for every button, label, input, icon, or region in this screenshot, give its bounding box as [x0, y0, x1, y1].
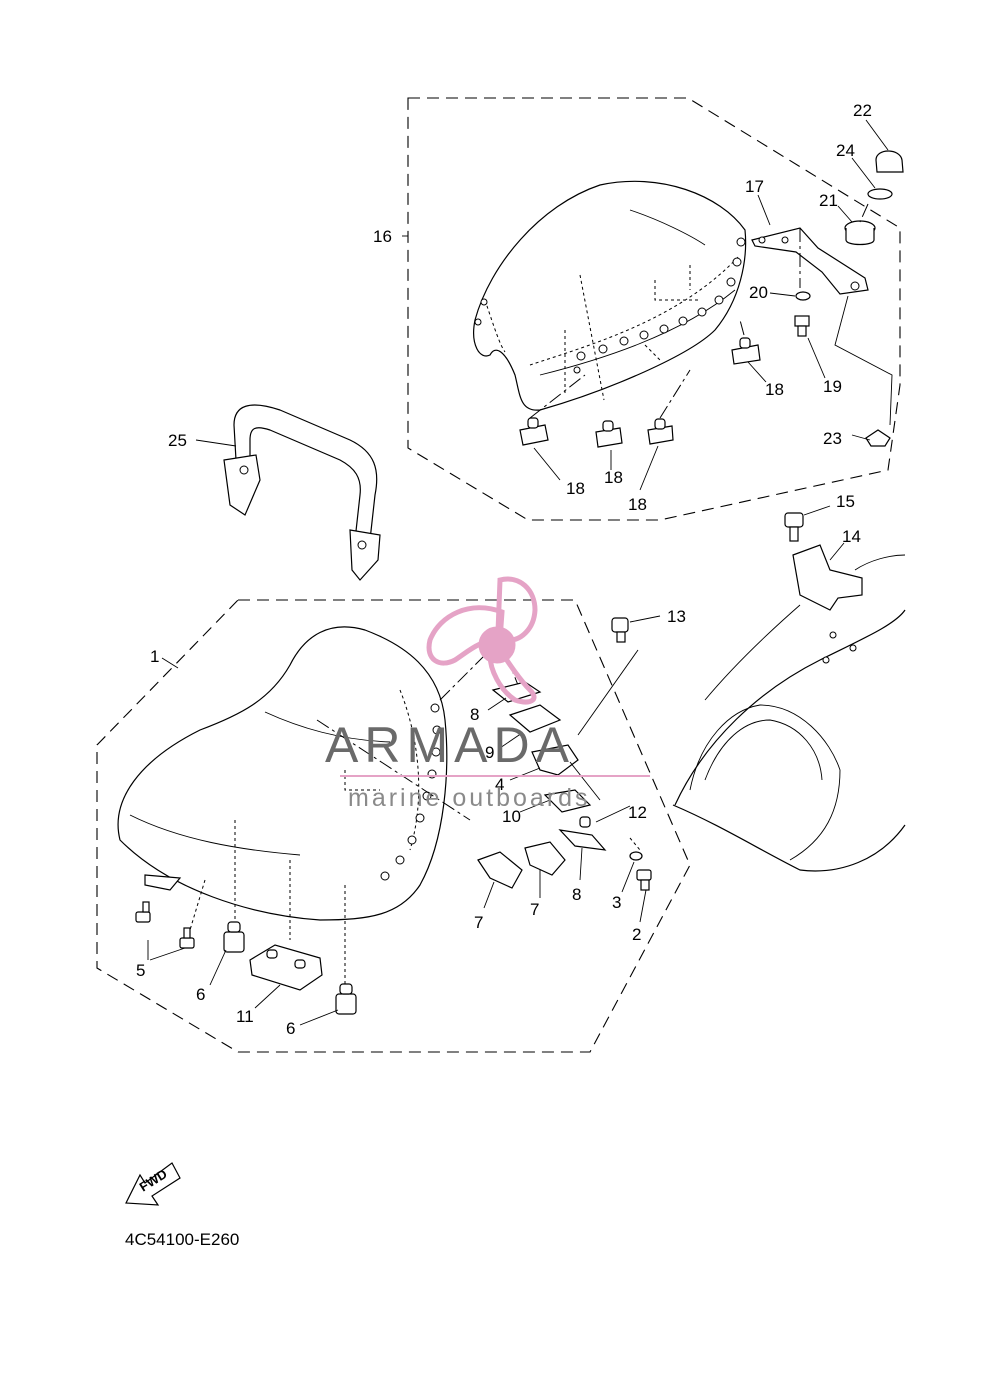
callout-18d: 18 — [765, 380, 784, 399]
bracket-4 — [531, 744, 579, 776]
bolt-5 — [135, 874, 195, 949]
callout-6a: 6 — [196, 985, 205, 1004]
watermark-tagline: marine outboards — [348, 784, 591, 812]
callout-2: 2 — [632, 925, 641, 944]
callout-8b: 8 — [572, 885, 581, 904]
callout-5: 5 — [136, 961, 145, 980]
callout-21: 21 — [819, 191, 838, 210]
bolt-15 — [784, 512, 804, 542]
callout-22: 22 — [853, 101, 872, 120]
collar-12 — [579, 816, 591, 828]
rear-seat-fastener-18 — [519, 337, 761, 448]
callout-16: 16 — [373, 227, 392, 246]
nut-22 — [875, 150, 904, 173]
clip-10 — [543, 789, 592, 813]
watermark-brand: ARMADA — [325, 717, 575, 773]
rear-seat — [473, 180, 747, 411]
callout-18c: 18 — [628, 495, 647, 514]
callout-7b: 7 — [530, 900, 539, 919]
bracket-11 — [249, 944, 323, 991]
callout-12: 12 — [628, 803, 647, 822]
callout-11: 11 — [236, 1007, 254, 1026]
callout-18a: 18 — [566, 479, 585, 498]
callout-17: 17 — [745, 177, 764, 196]
grommet-23 — [865, 429, 891, 447]
washer-3 — [629, 851, 643, 861]
leader-lines — [147, 119, 889, 1026]
callout-15: 15 — [836, 492, 855, 511]
drawing-code: 4C54100-E260 — [125, 1230, 239, 1249]
callout-19: 19 — [823, 377, 842, 396]
callout-7a: 7 — [474, 913, 483, 932]
washer-20 — [795, 291, 811, 301]
callout-1: 1 — [150, 647, 159, 666]
damper-6 — [223, 921, 357, 1015]
front-seat — [117, 626, 448, 985]
callout-8a: 8 — [470, 705, 479, 724]
frame-fender — [672, 554, 906, 872]
armada-logo — [426, 576, 538, 705]
callout-24: 24 — [836, 141, 855, 160]
callout-10: 10 — [502, 807, 521, 826]
callout-13: 13 — [667, 607, 686, 626]
bolt-2 — [636, 869, 652, 891]
bolt-13 — [611, 617, 629, 643]
callout-20: 20 — [749, 283, 768, 302]
callout-25: 25 — [168, 431, 187, 450]
damper-7 — [477, 841, 566, 889]
rear-seat-group-boundary — [407, 97, 901, 521]
front-seat-group-boundary — [96, 599, 691, 1053]
bolt-19 — [794, 315, 810, 337]
callout-9: 9 — [485, 743, 494, 762]
callout-4: 4 — [495, 775, 504, 794]
damper-21 — [844, 220, 876, 246]
callout-14: 14 — [842, 527, 861, 546]
callout-3: 3 — [612, 893, 621, 912]
bracket-14 — [792, 544, 863, 664]
callout-23: 23 — [823, 429, 842, 448]
washer-24 — [867, 188, 893, 200]
grab-bar — [223, 404, 381, 581]
bracket-9 — [508, 704, 562, 733]
rear-bracket-17 — [751, 227, 869, 295]
fwd-arrow-icon — [125, 1162, 181, 1206]
callout-6b: 6 — [286, 1019, 295, 1038]
callout-18b: 18 — [604, 468, 623, 487]
